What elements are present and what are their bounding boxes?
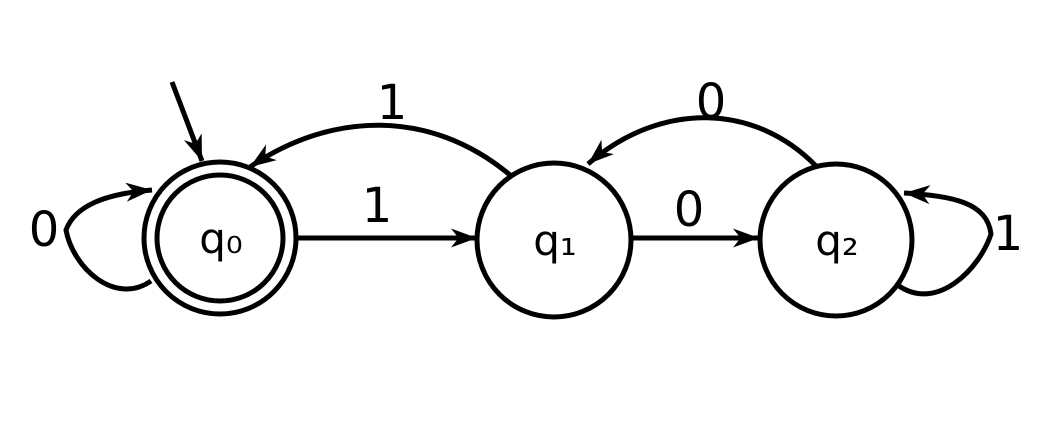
state-q0-outer-circle xyxy=(141,159,299,317)
transition-q2-q2-label: 1 xyxy=(993,206,1024,262)
state-q0: q₀ xyxy=(141,159,299,317)
state-q1: q₁ xyxy=(474,160,634,320)
transition-q0-q0-label: 0 xyxy=(29,202,60,258)
transition-q2-q1-label: 0 xyxy=(696,74,727,130)
state-q0-label: q₀ xyxy=(199,214,243,263)
state-q0-inner-circle xyxy=(154,172,286,304)
state-q2-label: q₂ xyxy=(815,216,859,265)
transition-q0-q0-arrow xyxy=(63,182,153,292)
state-q1-circle xyxy=(474,160,634,320)
transition-q1-q2-label: 0 xyxy=(674,182,705,238)
transition-q1-q0-arrow xyxy=(248,122,512,177)
transition-q0-q1-label: 1 xyxy=(362,178,393,234)
transition-q2-q1-arrow xyxy=(586,115,818,168)
state-q2-circle xyxy=(757,161,915,319)
start-arrow xyxy=(169,81,205,162)
transition-q1-q0-label: 1 xyxy=(377,75,408,131)
state-q2: q₂ xyxy=(757,161,915,319)
state-q1-label: q₁ xyxy=(533,216,577,265)
transition-q2-q2-arrow xyxy=(897,185,994,297)
